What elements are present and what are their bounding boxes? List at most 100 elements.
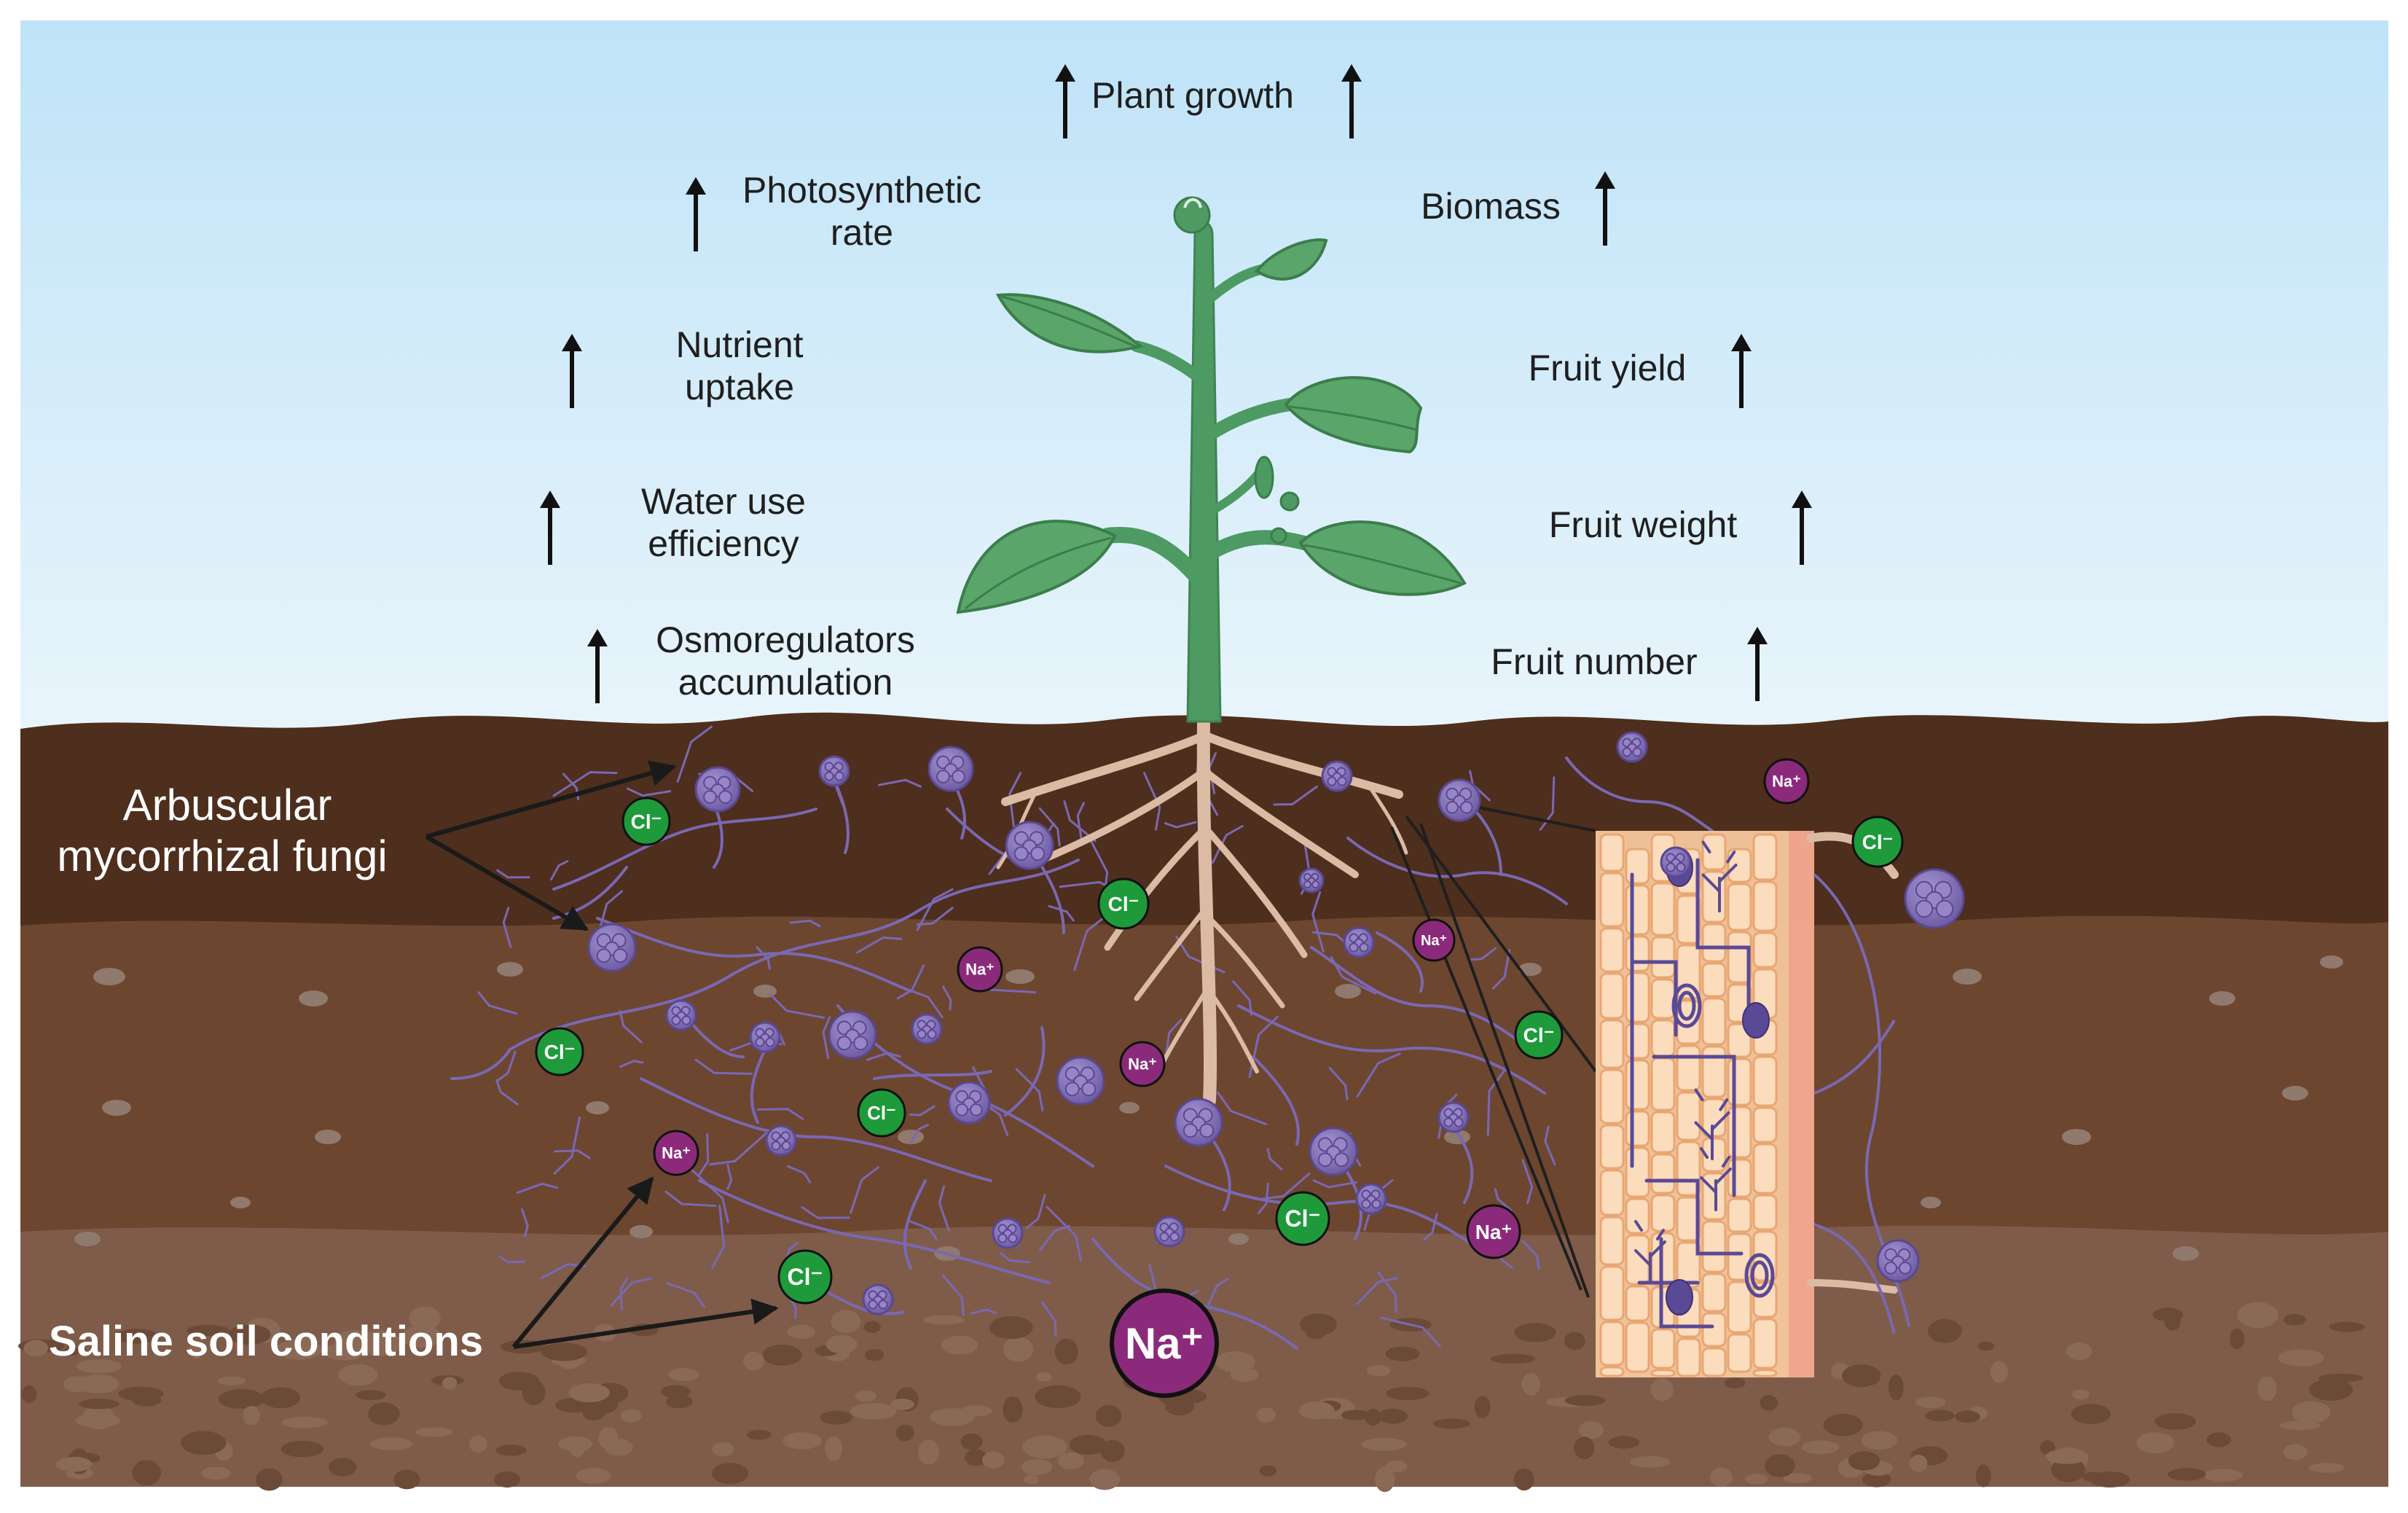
pebble (2062, 1129, 2091, 1145)
hypha-branch (1207, 1278, 1229, 1306)
pebble (102, 1100, 131, 1116)
gravel (1036, 1372, 1052, 1382)
gravel (2237, 1302, 2279, 1329)
pebble (1921, 1197, 1941, 1208)
leaf-right-upper (1255, 238, 1328, 281)
leaf-right-lower (1298, 520, 1467, 596)
arrow-up-icon (1792, 490, 1812, 565)
hypha (873, 1070, 992, 1080)
leaf-left-lower (956, 520, 1117, 614)
gravel (2283, 1444, 2308, 1460)
arbuscule (1694, 1088, 1730, 1160)
gravel (442, 1377, 458, 1390)
hypha-branch (756, 946, 771, 970)
root-cell (1752, 880, 1778, 932)
gravel (1341, 1410, 1371, 1420)
gravel (742, 1351, 765, 1371)
hypha-branch (1015, 1068, 1044, 1112)
gravel (666, 1395, 693, 1409)
gravel (2318, 1373, 2364, 1383)
hypha-branch (1544, 1125, 1556, 1166)
effect-label-line2: accumulation (678, 662, 893, 703)
root-cell (1599, 1216, 1625, 1266)
gravel (23, 1340, 49, 1357)
arrow-up-icon (587, 629, 608, 703)
hypha (1164, 1165, 1488, 1255)
root-cell (1727, 1106, 1752, 1159)
gravel (1990, 1361, 2008, 1383)
hypha-branch (1048, 904, 1075, 922)
spore (992, 1217, 1024, 1249)
hypha-branch (1026, 1194, 1046, 1229)
root-cell (1727, 1333, 1752, 1373)
hypha-branch (1491, 949, 1511, 990)
gravel (1564, 1395, 1606, 1407)
gravel (275, 1340, 322, 1360)
spore (1660, 846, 1692, 878)
gravel (2066, 1342, 2092, 1361)
root-cell (1625, 848, 1650, 885)
gravel (2168, 1468, 2206, 1481)
hypha-branch (1486, 1069, 1506, 1136)
ion-symbol: Na⁺ (1772, 773, 1801, 791)
root-cell (1599, 1124, 1625, 1170)
arrow-up-icon (1341, 64, 1362, 138)
gravel (568, 1383, 610, 1403)
gravel (1783, 1473, 1813, 1484)
pebble (2282, 1086, 2308, 1100)
hypha-branch (498, 1256, 526, 1264)
gravel (1848, 1451, 1880, 1471)
gravel (498, 1372, 540, 1391)
sodium-ion: Na⁺ (1119, 1041, 1166, 1087)
gravel (1745, 1474, 1768, 1485)
gravel (598, 1427, 619, 1450)
plant-buds (1173, 196, 1300, 544)
chloride-ion: Cl⁻ (1097, 877, 1150, 930)
gravel (890, 1399, 914, 1410)
effect-water-use-efficiency: Water use efficiency (540, 481, 806, 565)
root-cell (1625, 884, 1650, 936)
ion-symbol: Cl⁻ (788, 1264, 823, 1290)
root-cell (1727, 1232, 1752, 1281)
chloride-ion: Cl⁻ (1851, 816, 1904, 868)
pebble (2173, 1246, 2199, 1261)
hypha-branch (708, 1132, 767, 1166)
root-cell (1650, 1057, 1676, 1111)
hypha-branch (495, 1050, 517, 1082)
fungal-spores (587, 731, 1965, 1315)
effect-label-line1: Osmoregulators (656, 619, 915, 660)
gravel (1768, 1428, 1801, 1447)
gravel (415, 1427, 454, 1437)
hypha-branch (822, 1016, 831, 1060)
gravel (2291, 1401, 2331, 1424)
root-cell (1676, 1196, 1701, 1242)
gravel (132, 1393, 162, 1407)
pebble (630, 1225, 653, 1238)
gravel (218, 1376, 246, 1385)
arbuscule (1634, 1220, 1666, 1284)
root-cell (1650, 978, 1676, 1020)
plant-shoot (956, 196, 1467, 723)
root-cell (1625, 935, 1650, 972)
gravel (1862, 1431, 1897, 1450)
root-cell (1625, 1110, 1650, 1147)
gravel (960, 1433, 983, 1450)
hypha-branch (1046, 1205, 1082, 1262)
hypha-branch (495, 1079, 519, 1106)
root-cell (1625, 1321, 1650, 1373)
ion-symbol: Cl⁻ (1862, 831, 1894, 853)
gravel (2308, 1463, 2345, 1473)
gravel (1564, 1332, 1585, 1350)
hypha-branch (850, 1166, 879, 1214)
spore (765, 1125, 797, 1157)
root-cell (1650, 1194, 1676, 1232)
gravel (1003, 1396, 1023, 1423)
gravel (576, 1468, 611, 1484)
arrow-up-icon (1595, 171, 1615, 246)
hypha-branch (866, 1052, 901, 1061)
hypha-branch (1143, 772, 1161, 831)
gravel (762, 1344, 802, 1366)
hypha-branch (1539, 776, 1556, 831)
gravel (864, 1349, 885, 1361)
hypha-branch (521, 1208, 529, 1238)
